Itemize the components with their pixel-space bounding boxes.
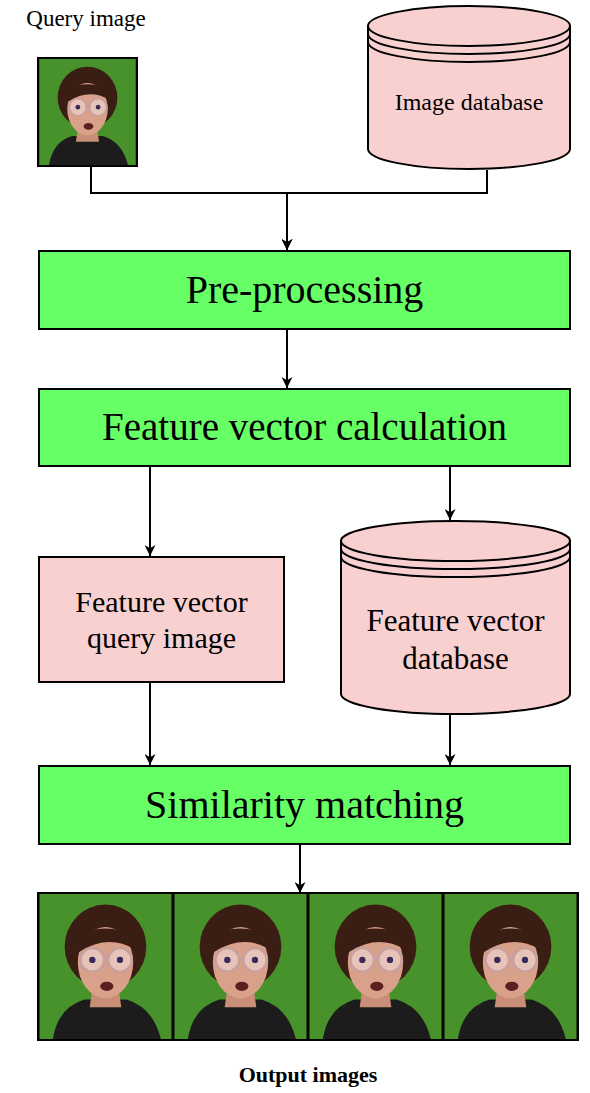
flow-arrow [149,683,151,765]
flow-arrow [286,330,288,388]
process-box: Feature vector calculation [38,388,571,467]
data-box: Feature vector query image [38,556,285,683]
output-images-node: Output images [38,893,578,1088]
query-image-node: Query image [0,5,172,166]
node-label: Similarity matching [145,781,464,829]
node-label: Feature vector calculation [102,404,507,451]
flow-arrow [449,715,451,765]
flow-arrow [449,467,451,520]
node-label: Pre-processing [186,266,424,314]
process-box: Similarity matching [38,765,571,845]
output-photos [37,892,579,1041]
database-cylinder: Image database [367,5,571,170]
image-caption: Output images [239,1062,378,1088]
flow-arrow [91,166,287,250]
process-box: Pre-processing [38,250,571,330]
database-cylinder: Feature vector database [340,520,571,715]
cylinder-outline [367,5,571,170]
image-caption: Query image [26,5,145,33]
node-label: Feature vector database [346,602,565,676]
flow-arrow [149,467,151,556]
flow-arrow [287,170,487,250]
flow-arrow [299,845,301,893]
node-label: Feature vector query image [40,584,283,656]
query-photo [37,57,138,167]
node-label: Image database [389,88,550,117]
